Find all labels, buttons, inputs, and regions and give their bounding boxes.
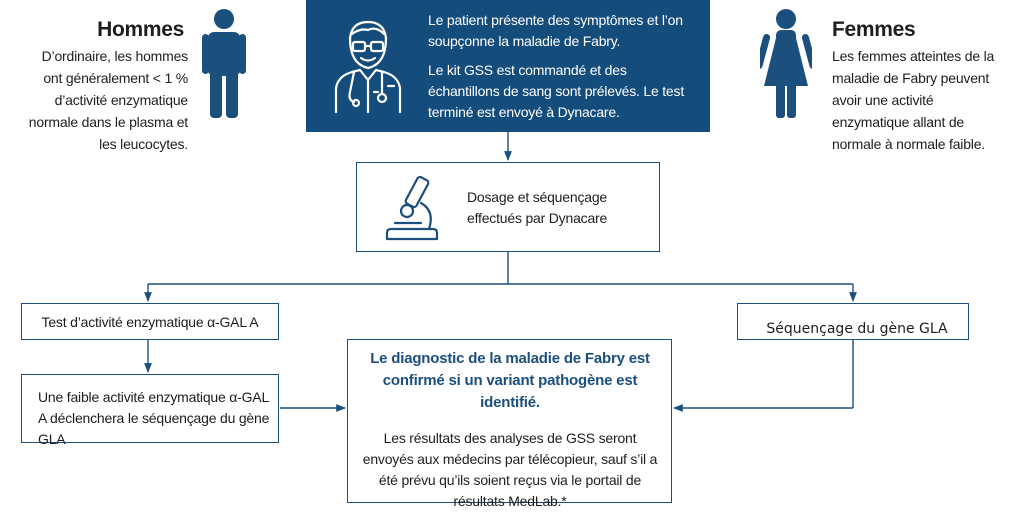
dosage-text: Dosage et séquençage effectués par Dynac…	[467, 189, 608, 226]
patient-text-2: Le kit GSS est commandé et des échantill…	[428, 62, 685, 120]
diagnosis-body: Les résultats des analyses de GSS seront…	[362, 430, 658, 509]
microscope-icon	[385, 175, 439, 241]
men-text: D’ordinaire, les hommes ont généralement…	[28, 48, 188, 152]
doctor-icon	[334, 20, 402, 114]
activity-test-box: Test d’activité enzymatique α-GAL A	[21, 303, 279, 340]
diagnosis-box: Le diagnostic de la maladie de Fabry est…	[347, 339, 672, 509]
sequencing-box: Séquençage du gène GLA	[737, 303, 969, 340]
woman-icon	[760, 9, 812, 118]
patient-text-1: Le patient présente des symptômes et l’o…	[428, 12, 683, 49]
dosage-box: Dosage et séquençage effectués par Dynac…	[356, 162, 660, 252]
low-activity-box: Une faible activité enzymatique α-GAL A …	[21, 374, 279, 447]
patient-box: Le patient présente des symptômes et l’o…	[306, 0, 710, 132]
diagnosis-title: Le diagnostic de la maladie de Fabry est…	[370, 350, 650, 411]
man-icon	[202, 9, 246, 118]
activity-test-text: Test d’activité enzymatique α-GAL A	[41, 314, 259, 330]
women-text: Les femmes atteintes de la maladie de Fa…	[832, 48, 995, 152]
men-title: Hommes	[97, 18, 184, 41]
sequencing-text: Séquençage du gène GLA	[766, 321, 948, 337]
women-title: Femmes	[832, 18, 916, 41]
low-activity-text: Une faible activité enzymatique α-GAL A …	[38, 389, 270, 447]
